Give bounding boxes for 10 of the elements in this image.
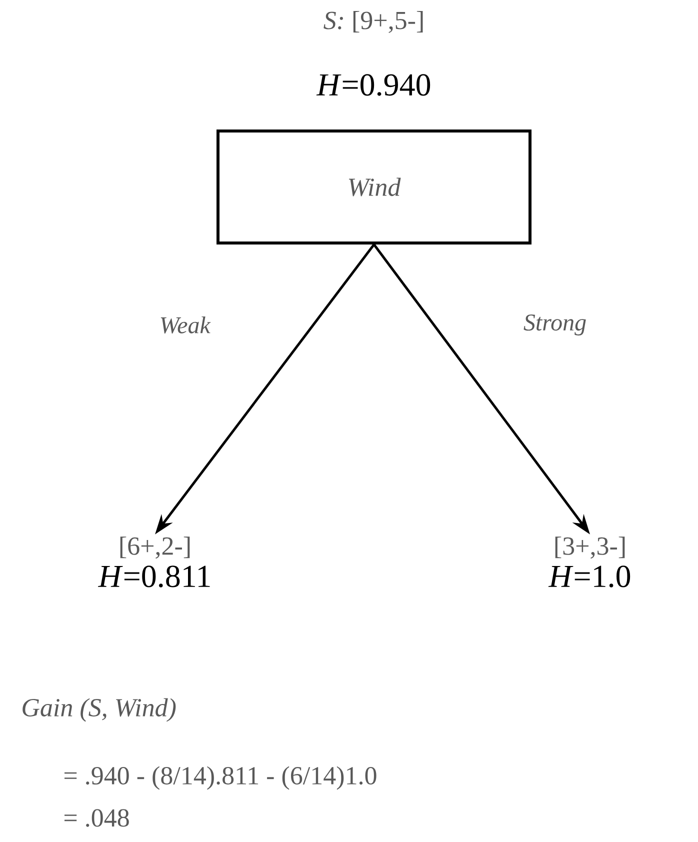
node-caption: S: [9+,5-] bbox=[324, 10, 423, 33]
subset-label: [3+,3-] H=1.0 bbox=[548, 536, 630, 588]
formula-line: = .940 - (8/14).811 - (6/14)1.0 bbox=[64, 766, 376, 790]
node-caption: H=0.940 bbox=[316, 74, 430, 96]
edge-label: Weak bbox=[157, 314, 213, 336]
attribute-box: Wind bbox=[216, 129, 532, 244]
subset-label: [6+,2-] H=0.811 bbox=[98, 536, 210, 588]
formula-line: = .048 bbox=[64, 809, 129, 827]
edge-label: Strong bbox=[521, 312, 589, 338]
formula-heading: Gain (S, Wind) bbox=[22, 698, 176, 722]
